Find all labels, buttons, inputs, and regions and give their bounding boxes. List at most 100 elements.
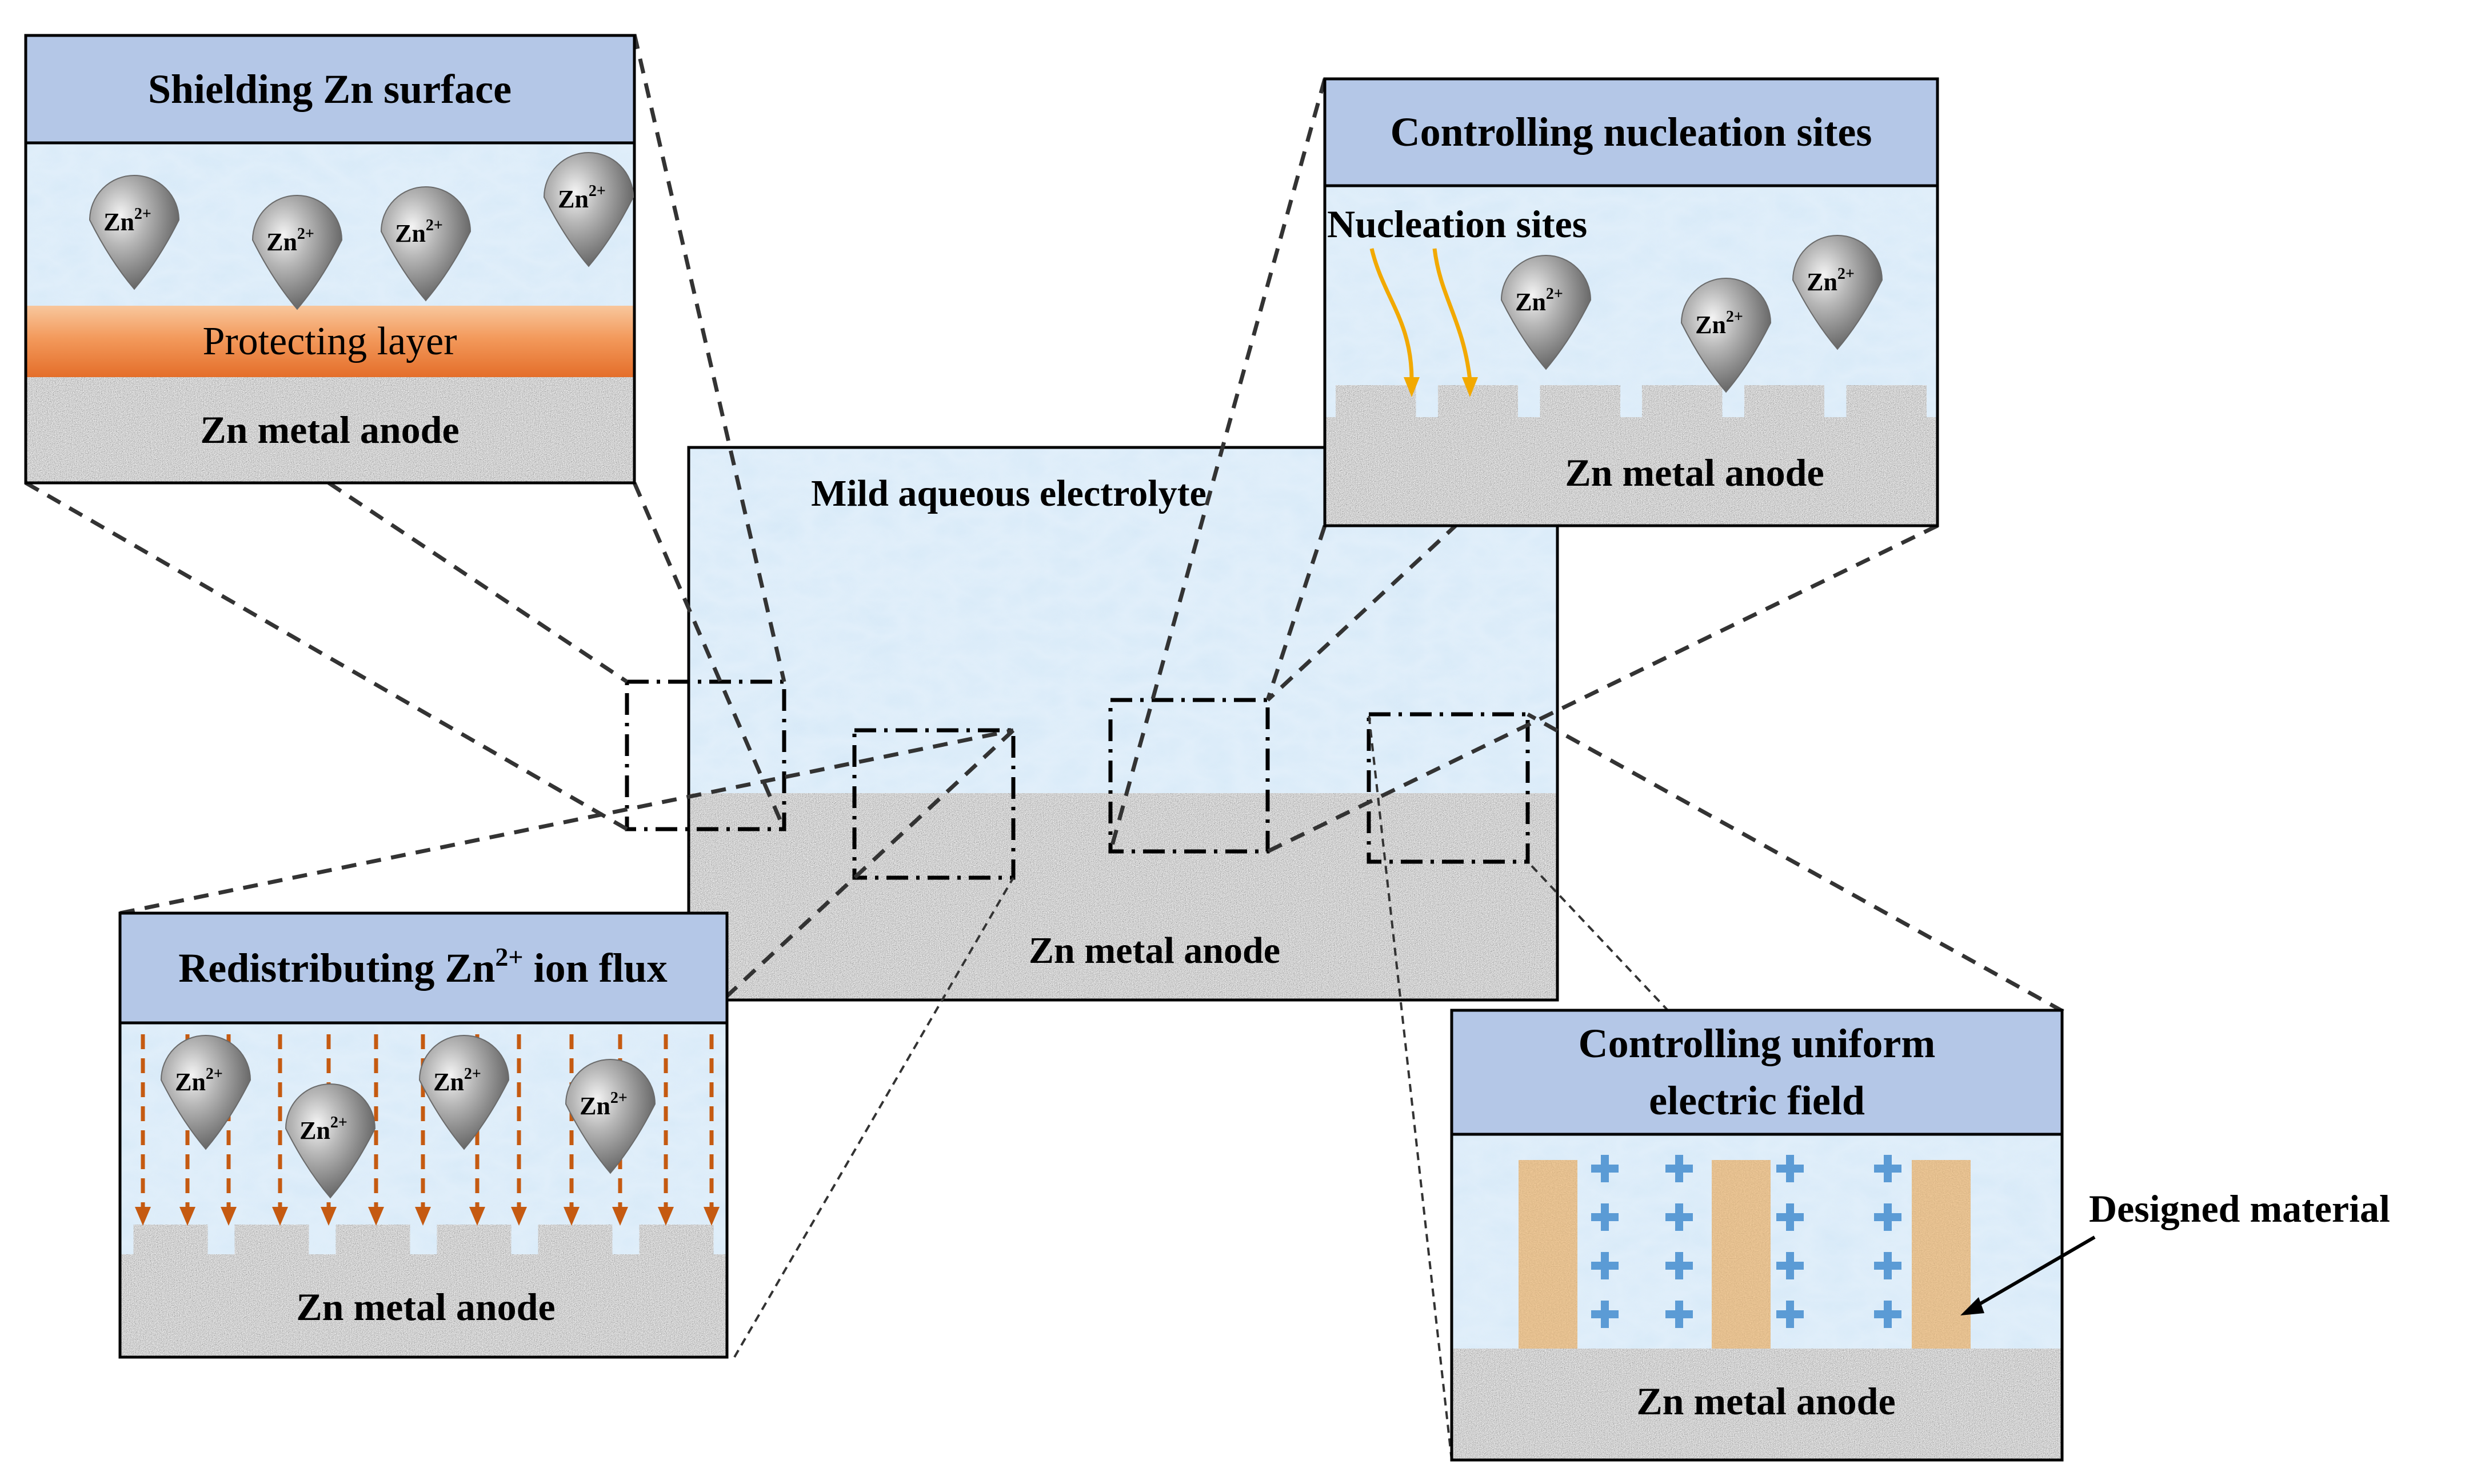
plus-charge-icon [1665,1203,1693,1231]
nucleation-arrows [1369,248,1472,381]
flux-anode-label: Zn metal anode [296,1285,555,1329]
plus-charge-icon [1665,1301,1693,1328]
nucleation-bump [335,1225,410,1254]
ion-label: Zn2+ [395,217,443,247]
nucleation-bump [437,1225,512,1254]
ion-label: Zn2+ [1807,265,1855,296]
flux-title-bar [118,911,729,1025]
field-anode [1452,1349,2062,1460]
ion-label: Zn2+ [266,225,314,256]
arrow-icon [1369,248,1414,381]
nucleation-anode [1325,417,1937,526]
nucleation-bump [1336,385,1416,417]
nucleation-anode-label: Zn metal anode [1565,451,1824,494]
zn-ion-droplet-icon: Zn2+ [1500,255,1592,370]
arrow-icon [1462,377,1478,397]
plus-charge-icon [1591,1301,1619,1328]
field-anode-label: Zn metal anode [1636,1379,1895,1423]
plus-charge-icon [1776,1252,1804,1279]
electrolyte-label: Mild aqueous electrolyte [811,473,1206,514]
zoom-window-field [1367,712,1530,864]
shield-anode [26,377,634,483]
arrow-icon [368,1034,384,1226]
ion-label: Zn2+ [175,1065,223,1096]
nucleation-title: Controlling nucleation sites [1391,109,1872,155]
flux-title: Redistributing Zn2+ ion flux [178,942,667,991]
zn-ion-droplet-icon: Zn2+ [1792,235,1883,350]
material-pointer-line [1971,1235,2096,1310]
zn-ion-droplet-icon: Zn2+ [160,1035,251,1150]
zoom-window-flux [852,728,1016,880]
arrow-icon [1432,248,1472,381]
zn-ion-droplet-icon: Zn2+ [251,195,343,310]
flux-ions: Zn2+ Zn2+ Zn2+ Zn2+ [160,1035,656,1199]
plus-charge-icon [1776,1301,1804,1328]
plus-charge-icon [1874,1301,1901,1328]
ion-label: Zn2+ [580,1089,628,1120]
flux-bumps [133,1225,714,1254]
shield-anode-label: Zn metal anode [200,408,459,451]
plus-charge-icon [1665,1252,1693,1279]
zoom-windows [625,679,1530,880]
zn-ion-droplet-icon: Zn2+ [1680,278,1772,393]
shield-ions: Zn2+ Zn2+ Zn2+ Zn2+ [89,152,634,310]
zn-ion-droplet-icon: Zn2+ [380,186,472,302]
panel-field: Controlling uniform electric field Zn me… [1450,1009,2390,1462]
arrow-icon [511,1034,527,1226]
nucleation-bump [639,1225,714,1254]
plus-charge-icon [1776,1203,1804,1231]
arrow-icon [1404,377,1420,397]
plus-charge-icon [1874,1252,1901,1279]
shield-title: Shielding Zn surface [148,66,512,112]
ion-label: Zn2+ [103,205,151,236]
ion-label: Zn2+ [433,1065,481,1096]
zn-ion-droplet-icon: Zn2+ [565,1059,656,1174]
nucleation-bump [1744,385,1824,417]
field-title-bar [1450,1009,2064,1136]
panel-flux: Redistributing Zn2+ ion flux Zn metal an… [118,911,729,1359]
flux-anode [120,1254,727,1357]
plus-charge-icon [1874,1203,1901,1231]
zn-ion-droplet-icon: Zn2+ [285,1083,376,1199]
nucleation-bump [1642,385,1723,417]
nucleation-bump [234,1225,309,1254]
plus-charge-icon [1591,1155,1619,1182]
nucleation-bump [1846,385,1927,417]
field-title-line1: Controlling uniform [1579,1021,1936,1066]
zn-ion-droplet-icon: Zn2+ [89,175,180,290]
panel-shielding: Shielding Zn surface Protecting layer Zn… [24,34,636,485]
plus-charge-icon [1874,1155,1901,1182]
nucleation-bumps [1336,385,1927,417]
zn-ion-droplet-icon: Zn2+ [543,152,634,267]
center-anode-label: Zn metal anode [1029,930,1280,971]
zoom-window-shield [625,679,786,831]
nucleation-bump [538,1225,613,1254]
nucleation-sites-label: Nucleation sites [1327,202,1587,246]
plus-charge-icon [1591,1203,1619,1231]
plus-charge-icon [1665,1155,1693,1182]
center-anode-texture [689,793,1557,1000]
nucleation-bump [1540,385,1620,417]
center-cell: Mild aqueous electrolyte Zn metal anode [687,446,1559,1002]
connector-lines-thin [733,714,1670,1461]
ion-label: Zn2+ [558,182,606,213]
arrow-icon [135,1034,151,1226]
center-cell-border [687,446,1559,1002]
arrow-icon [658,1034,674,1226]
zoom-window-nucleation [1108,698,1270,854]
nucleation-bump [133,1225,208,1254]
ion-label: Zn2+ [299,1114,347,1145]
plus-charges [1591,1155,1901,1328]
shield-title-bar [24,34,636,145]
designed-material-pillars [1519,1160,1971,1349]
panel-nucleation: Controlling nucleation sites Nucleation … [1323,77,1939,527]
protecting-layer [26,306,634,377]
protecting-layer-label: Protecting layer [202,319,457,363]
designed-material-label: Designed material [2089,1187,2390,1230]
plus-charge-icon [1591,1252,1619,1279]
nucleation-ions: Zn2+ Zn2+ Zn2+ [1500,235,1883,393]
plus-charge-icon [1776,1155,1804,1182]
arrow-icon [704,1034,720,1226]
arrow-icon [1960,1297,1984,1315]
